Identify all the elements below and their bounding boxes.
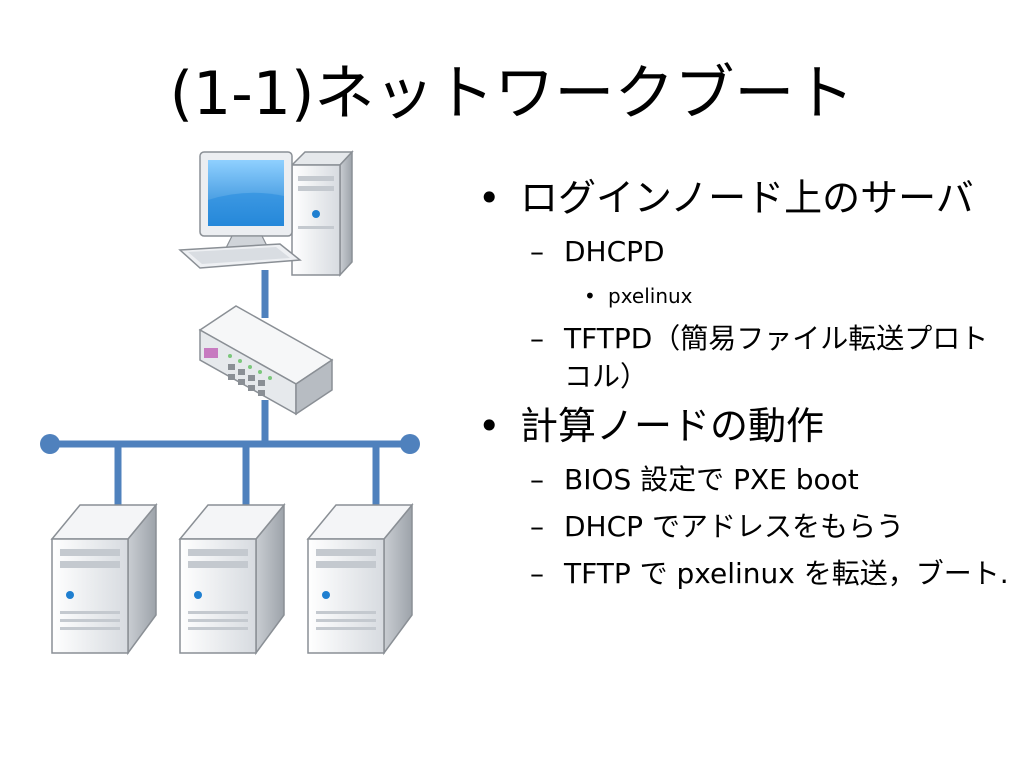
network-diagram: [40, 150, 420, 656]
bullet-marker: •: [478, 176, 501, 220]
sub-bullet-item: – TFTPD（簡易ファイル転送プロトコル）: [478, 320, 1013, 396]
sub-bullet-text: DHCPD: [564, 235, 665, 268]
sub-bullet-item: – BIOS 設定で PXE boot: [478, 461, 1013, 499]
sub-sub-bullet-text: pxelinux: [608, 284, 693, 308]
bullet-marker: •: [584, 284, 596, 308]
bus-end-left: [40, 434, 60, 454]
dash-marker: –: [530, 557, 544, 590]
sub-bullet-text: TFTPD（簡易ファイル転送プロトコル）: [564, 322, 989, 393]
server-icon: [178, 502, 286, 656]
bullet-text: 計算ノードの動作: [520, 404, 825, 448]
sub-bullet-text: DHCP でアドレスをもらう: [564, 510, 904, 543]
desktop-computer-icon: [178, 150, 354, 277]
dash-marker: –: [530, 322, 544, 355]
bullet-item: • ログインノード上のサーバ: [478, 172, 1013, 224]
sub-bullet-text: BIOS 設定で PXE boot: [564, 463, 859, 496]
bullet-item: • 計算ノードの動作: [478, 400, 1013, 452]
network-links: [50, 270, 410, 510]
bullet-list: • ログインノード上のサーバ – DHCPD • pxelinux – TFTP…: [478, 168, 1013, 593]
slide-title: (1-1)ネットワークブート: [169, 59, 855, 129]
bullet-text: ログインノード上のサーバ: [520, 176, 974, 220]
sub-sub-bullet-item: • pxelinux: [478, 281, 1013, 311]
server-icon: [306, 502, 414, 656]
network-hub-icon: [198, 305, 334, 416]
dash-marker: –: [530, 235, 544, 268]
dash-marker: –: [530, 510, 544, 543]
dash-marker: –: [530, 463, 544, 496]
sub-bullet-item: – DHCPD: [478, 233, 1013, 271]
bus-end-right: [400, 434, 420, 454]
bullet-marker: •: [478, 404, 501, 448]
sub-bullet-item: – TFTP で pxelinux を転送，ブート.: [478, 555, 1013, 593]
server-icon: [50, 502, 158, 656]
sub-bullet-item: – DHCP でアドレスをもらう: [478, 508, 1013, 546]
sub-bullet-text: TFTP で pxelinux を転送，ブート.: [564, 557, 1009, 590]
